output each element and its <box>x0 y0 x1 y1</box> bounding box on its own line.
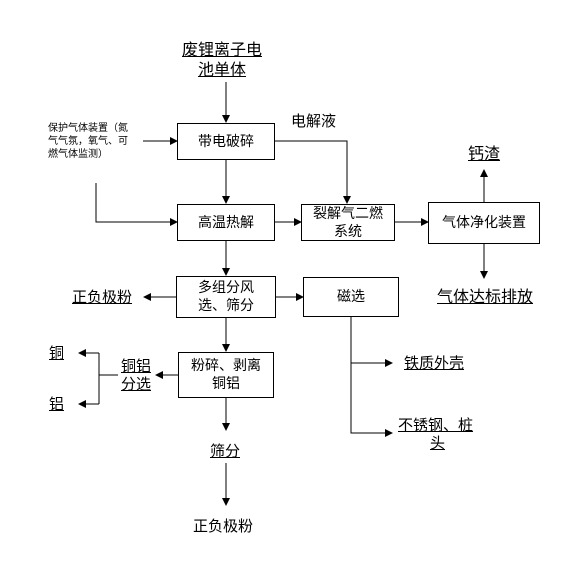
arrow-protection-to-pyrolysis <box>95 183 178 226</box>
cual-sort-line2: 分选 <box>121 375 152 393</box>
multi-sort-box-line2: 选、筛分 <box>198 298 254 314</box>
stainless-line2: 头 <box>430 434 446 452</box>
electrolyte-label: 电解液 <box>291 112 337 130</box>
protection-note-line1: 保护气体装置（氮 <box>48 123 128 134</box>
combustion-box: 裂解气二燃 系统 <box>301 204 395 241</box>
protection-note-line3: 燃气体监测） <box>48 149 108 160</box>
crush-box: 带电破碎 <box>177 123 275 160</box>
grind-peel-box-line2: 铜铝 <box>212 376 240 392</box>
protection-note: 保护气体装置（氮 气气氛，氧气、可 燃气体监测） <box>48 122 146 161</box>
multi-sort-box-line1: 多组分风 <box>198 280 254 296</box>
stainless-line1: 不锈钢、桩 <box>398 416 474 434</box>
input-label: 废锂离子电 池单体 <box>182 40 262 80</box>
gas-discharge-label: 气体达标排放 <box>437 287 534 306</box>
calcium-slag-label: 钙渣 <box>468 144 501 163</box>
pyrolysis-box-label: 高温热解 <box>198 214 254 231</box>
pyrolysis-box: 高温热解 <box>177 204 275 241</box>
grind-peel-box: 粉碎、剥离 铜铝 <box>178 352 274 398</box>
magnetic-box: 磁选 <box>303 277 399 317</box>
pos-neg-powder-side-label: 正负极粉 <box>72 288 133 306</box>
combustion-box-line1: 裂解气二燃 <box>313 205 383 222</box>
input-label-line2: 池单体 <box>198 60 247 79</box>
protection-note-line2: 气气氛，氧气、可 <box>48 136 128 147</box>
purification-box-label: 气体净化装置 <box>442 215 526 231</box>
magnetic-box-label: 磁选 <box>337 289 365 305</box>
stainless-label: 不锈钢、桩 头 <box>398 416 473 452</box>
final-powder-label: 正负极粉 <box>193 517 254 535</box>
arrow-magnetic-to-iron <box>350 317 393 367</box>
purification-box: 气体净化装置 <box>428 202 540 244</box>
multi-sort-box: 多组分风 选、筛分 <box>176 276 276 318</box>
crush-box-label: 带电破碎 <box>198 133 254 150</box>
input-label-line1: 废锂离子电 <box>182 40 263 59</box>
grind-peel-box-line1: 粉碎、剥离 <box>191 358 261 374</box>
cual-sort-line1: 铜铝 <box>121 357 152 375</box>
combustion-box-line2: 系统 <box>334 223 362 240</box>
cual-sort-label: 铜铝 分选 <box>121 357 151 393</box>
copper-label: 铜 <box>49 344 65 362</box>
iron-shell-label: 铁质外壳 <box>404 354 465 372</box>
aluminum-label: 铝 <box>49 395 65 413</box>
sieve-label: 筛分 <box>210 442 241 460</box>
arrow-magnetic-to-stainless <box>350 363 393 437</box>
arrow-electrolyte-to-combustion <box>275 140 351 204</box>
